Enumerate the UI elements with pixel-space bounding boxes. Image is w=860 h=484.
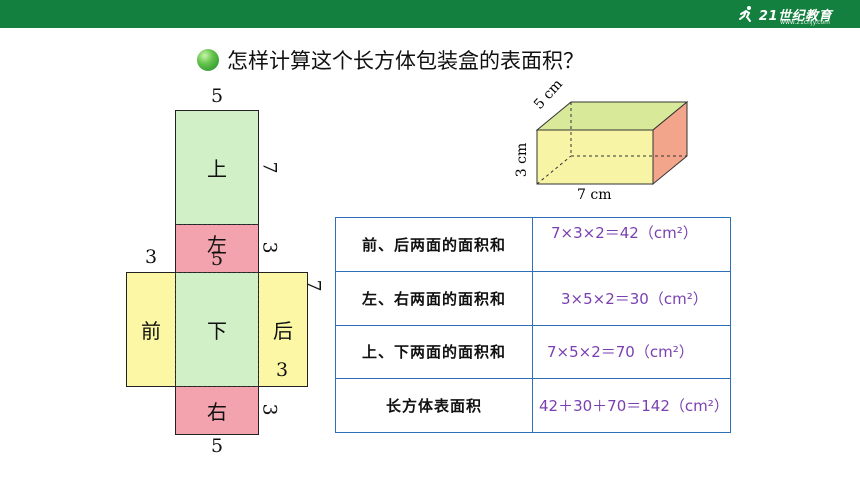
- dim-left-inner: 5: [211, 248, 224, 270]
- row-value: 7×3×2＝42（cm²）: [532, 217, 731, 272]
- face-back: 后: [258, 272, 308, 387]
- dim-right-side: 3: [258, 403, 281, 416]
- table-row: 长方体表面积 42＋30＋70＝142（cm²）: [335, 378, 731, 433]
- dim-back-inner: 3: [276, 359, 289, 381]
- cuboid-3d: 5 cm 3 cm 7 cm: [514, 76, 695, 204]
- face-back-label: 后: [273, 319, 293, 343]
- row-value: 7×5×2＝70（cm²）: [532, 324, 731, 380]
- row-label: 长方体表面积: [335, 378, 533, 433]
- logo-url: www.21cnjy.com: [780, 19, 830, 26]
- face-top-label: 上: [207, 157, 227, 181]
- dim-bottom-width: 5: [211, 435, 224, 457]
- fold-line: [176, 272, 258, 273]
- box-length-label: 7 cm: [577, 187, 612, 203]
- row-label: 前、后两面的面积和: [335, 217, 533, 272]
- face-left: 左: [175, 224, 259, 273]
- row-value: 3×5×2＝30（cm²）: [532, 270, 731, 326]
- cuboid-drawing: [535, 100, 689, 186]
- logo-text: 21世纪教育: [758, 8, 832, 24]
- fold-line: [175, 273, 176, 386]
- face-right-label: 右: [207, 400, 227, 424]
- dim-top-side: 7: [258, 161, 281, 174]
- face-front-label: 前: [141, 319, 161, 343]
- title-text: 怎样计算这个长方体包装盒的表面积？: [227, 49, 584, 73]
- table-row: 左、右两面的面积和 3×5×2＝30（cm²）: [335, 270, 731, 326]
- face-top: 上: [175, 110, 259, 225]
- face-left-label: 左: [207, 233, 227, 257]
- fold-line: [176, 224, 258, 225]
- row-value: 42＋30＋70＝142（cm²）: [532, 378, 731, 433]
- table-row: 上、下两面的面积和 7×5×2＝70（cm²）: [335, 324, 731, 380]
- face-bottom-label: 下: [207, 319, 227, 343]
- page-title: 怎样计算这个长方体包装盒的表面积？: [197, 44, 584, 76]
- face-front: 前: [126, 272, 176, 387]
- row-label: 上、下两面的面积和: [335, 324, 533, 380]
- area-table: 前、后两面的面积和 7×3×2＝42（cm²） 左、右两面的面积和 3×5×2＝…: [335, 217, 731, 433]
- box-height-label: 3 cm: [514, 142, 531, 178]
- table-row: 前、后两面的面积和 7×3×2＝42（cm²）: [335, 217, 731, 272]
- header-bar: 21世纪教育 www.21cnjy.com: [0, 0, 860, 28]
- runner-icon: [738, 6, 751, 22]
- face-right: 右: [175, 386, 259, 435]
- dim-top-width: 5: [211, 85, 224, 107]
- logo: 21世纪教育 www.21cnjy.com: [737, 4, 832, 26]
- face-bottom: 下: [175, 272, 259, 387]
- green-bullet-icon: [197, 49, 219, 71]
- dim-back-top: 7: [302, 279, 325, 292]
- fold-line: [258, 273, 259, 386]
- dim-front-width: 3: [145, 246, 158, 268]
- row-label: 左、右两面的面积和: [335, 270, 533, 326]
- fold-line: [176, 386, 258, 387]
- dim-left-side: 3: [258, 241, 281, 254]
